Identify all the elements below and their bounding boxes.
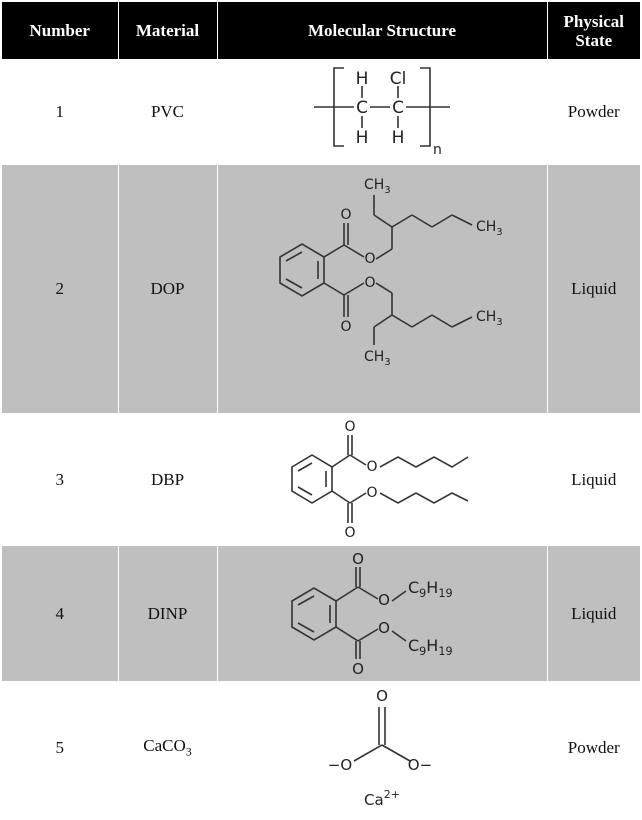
dop-ch3-top: CH3 [364, 177, 391, 196]
dbp-structure-diagram: O O O O [291, 419, 469, 541]
table-row: 3 DBP O O [2, 413, 640, 546]
header-row: Number Material Molecular Structure Phys… [2, 2, 640, 59]
table-row: 4 DINP O O C9H19 [2, 546, 640, 681]
header-state: Physical State [547, 2, 640, 59]
pvc-structure-diagram: H Cl C C H H n [314, 67, 450, 158]
structure-dinp: O O C9H19 O O C9H19 [217, 546, 548, 681]
row-state: Liquid [547, 165, 640, 413]
pvc-n: n [433, 142, 442, 158]
row-material: CaCO3 [118, 681, 218, 815]
dbp-o-ester-bottom: O [366, 485, 377, 501]
dop-o-top: O [340, 207, 351, 223]
pvc-h-bottom-left: H [356, 128, 369, 148]
material-sub-3: 3 [185, 744, 192, 759]
dbp-o-ester-top: O [366, 459, 377, 475]
dbp-o-bottom: O [344, 525, 355, 541]
caco3-structure-diagram: O −O O− Ca2+ [328, 687, 432, 809]
row-number: 2 [2, 165, 119, 413]
dbp-o-top: O [344, 419, 355, 435]
caco3-o-left: −O [328, 756, 352, 774]
row-material: DINP [118, 546, 218, 681]
dop-ch3-right-top: CH3 [476, 219, 503, 238]
dinp-o-top: O [352, 550, 364, 568]
dinp-o-bottom: O [352, 660, 364, 678]
header-state-line1: Physical [563, 11, 624, 31]
row-material: DBP [118, 413, 218, 546]
row-number: 4 [2, 546, 119, 681]
dinp-o-ester-bottom: O [378, 619, 390, 637]
dinp-structure-diagram: O O C9H19 O O C9H19 [291, 550, 453, 678]
caco3-ca: Ca2+ [364, 788, 400, 809]
header-state-line2: State [575, 30, 613, 50]
pvc-h-top-left: H [356, 69, 369, 89]
dinp-c9h19-top: C9H19 [408, 578, 453, 600]
dinp-o-ester-top: O [378, 591, 390, 609]
dop-o-bottom: O [340, 319, 351, 335]
header-number: Number [2, 2, 119, 59]
row-state: Liquid [547, 546, 640, 681]
table-row: 5 CaCO3 O −O O− Ca2+ Powder [2, 681, 640, 815]
structure-dbp: O O O O [217, 413, 548, 546]
dop-ch3-right-bottom: CH3 [476, 309, 503, 328]
pvc-c-right: C [392, 98, 404, 118]
material-caco: CaCO [143, 736, 186, 756]
row-state: Powder [547, 59, 640, 165]
structure-caco3: O −O O− Ca2+ [217, 681, 548, 815]
structure-dop: O O CH3 CH3 O [217, 165, 548, 413]
pvc-cl: Cl [390, 69, 407, 89]
pvc-h-bottom-right: H [392, 128, 405, 148]
caco3-o-top: O [376, 687, 388, 705]
header-material: Material [118, 2, 218, 59]
table-row: 1 PVC H Cl C [2, 59, 640, 165]
dop-o-ester-bottom: O [364, 275, 375, 291]
row-material: DOP [118, 165, 218, 413]
dop-ch3-bottom: CH3 [364, 349, 391, 368]
caco3-o-right: O− [408, 756, 432, 774]
row-number: 1 [2, 59, 119, 165]
pvc-c-left: C [356, 98, 368, 118]
dop-structure-diagram: O O CH3 CH3 O [279, 177, 503, 368]
row-state: Liquid [547, 413, 640, 546]
structure-pvc: H Cl C C H H n [217, 59, 548, 165]
row-number: 3 [2, 413, 119, 546]
row-material: PVC [118, 59, 218, 165]
header-structure: Molecular Structure [217, 2, 548, 59]
dop-o-ester-top: O [364, 251, 375, 267]
row-number: 5 [2, 681, 119, 815]
table-row: 2 DOP O O [2, 165, 640, 413]
dinp-c9h19-bottom: C9H19 [408, 636, 453, 658]
row-state: Powder [547, 681, 640, 815]
